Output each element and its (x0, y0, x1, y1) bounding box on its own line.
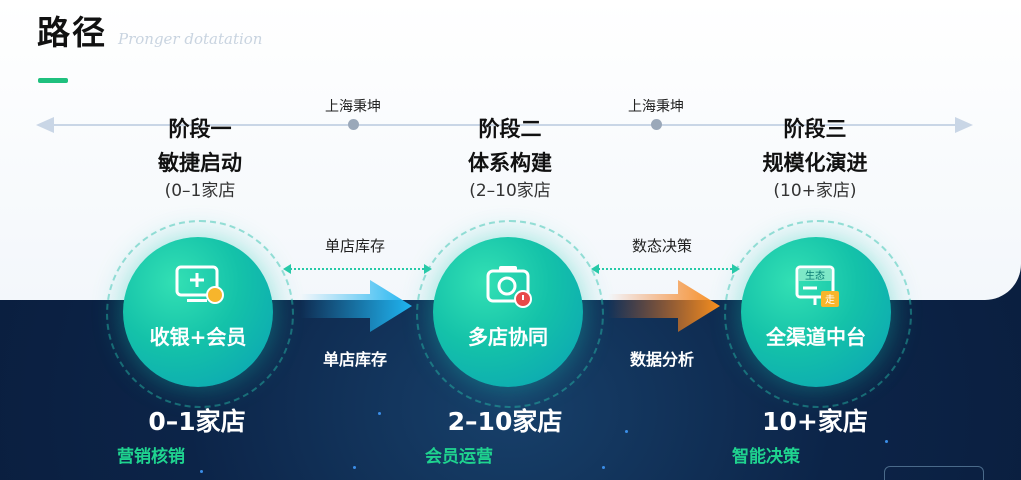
star-dot (625, 430, 628, 433)
stage-1-sub: 营销核销 (117, 447, 185, 467)
stage-2-halo (416, 220, 604, 408)
timeline-dot (348, 119, 359, 130)
connector-1-dotted-line (290, 268, 424, 270)
status-board-icon: 生态 走 (795, 265, 839, 307)
title-underline (38, 78, 68, 83)
stage-3-count: 10+家店 (762, 407, 868, 436)
connector-1-bottom-label: 单店库存 (322, 350, 387, 369)
connector-2-dotted-line (598, 268, 732, 270)
stage-range: (10+家店) (773, 181, 857, 201)
stage-2-count: 2–10家店 (447, 407, 563, 436)
stage-1-count: 0–1家店 (148, 407, 246, 436)
connector-2-left-arrow-icon (591, 264, 599, 274)
stage-name: 阶段三 (783, 117, 847, 141)
stage-desc: 规模化演进 (762, 151, 868, 175)
timeline-left-arrow-icon (36, 117, 54, 133)
stage-3-halo (724, 220, 912, 408)
stage-2-header: 阶段二 体系构建 (2–10家店 (420, 112, 600, 202)
page-title: 路径 (37, 13, 107, 52)
stage-1-halo (106, 220, 294, 408)
board-top-text: 生态 (805, 269, 825, 282)
connector-1-right-arrow-icon (424, 264, 432, 274)
stage-1-circle[interactable]: 收银+会员 (123, 237, 273, 387)
connector-2-arrow-icon (608, 280, 720, 332)
connector-1-arrow-icon (300, 280, 412, 332)
timeline-line (40, 124, 970, 126)
star-dot (602, 466, 605, 469)
connector-1-left-arrow-icon (283, 264, 291, 274)
timeline-mid-label: 上海秉坤 (325, 99, 381, 115)
star-dot (885, 440, 888, 443)
stage-name: 阶段二 (478, 117, 542, 141)
connector-2-top-label: 数态决策 (631, 237, 692, 255)
stage-range: (0–1家店 (164, 181, 236, 201)
connector-2-bottom-label: 数据分析 (629, 350, 694, 369)
monitor-plus-icon (175, 265, 224, 304)
star-dot (200, 470, 203, 473)
connector-1-top-label: 单店库存 (324, 237, 385, 255)
connector-2-right-arrow-icon (732, 264, 740, 274)
stage-desc: 体系构建 (468, 151, 552, 175)
star-dot (378, 412, 381, 415)
stage-3-header: 阶段三 规模化演进 (10+家店) (725, 112, 905, 202)
circle-label: 多店协同 (468, 325, 548, 349)
stage-desc: 敏捷启动 (158, 151, 242, 175)
circle-label: 全渠道中台 (766, 325, 866, 349)
stage-range: (2–10家店 (469, 181, 551, 201)
timeline-right-arrow-icon (955, 117, 973, 133)
camera-alert-icon (486, 266, 532, 308)
corner-frame (884, 466, 984, 480)
board-badge-text: 走 (825, 294, 835, 306)
stage-2-sub: 会员运营 (425, 447, 493, 467)
timeline-dot (651, 119, 662, 130)
stage-3-sub: 智能决策 (732, 447, 800, 467)
stage-name: 阶段一 (168, 117, 232, 141)
circle-label: 收银+会员 (149, 325, 247, 349)
star-dot (353, 466, 356, 469)
timeline-mid-label: 上海秉坤 (628, 99, 684, 115)
title-watermark: Pronger dotatation (118, 30, 263, 48)
stage-1-header: 阶段一 敏捷启动 (0–1家店 (110, 112, 290, 202)
stage-3-circle[interactable]: 生态 走 全渠道中台 (741, 237, 891, 387)
stage-2-circle[interactable]: 多店协同 (433, 237, 583, 387)
